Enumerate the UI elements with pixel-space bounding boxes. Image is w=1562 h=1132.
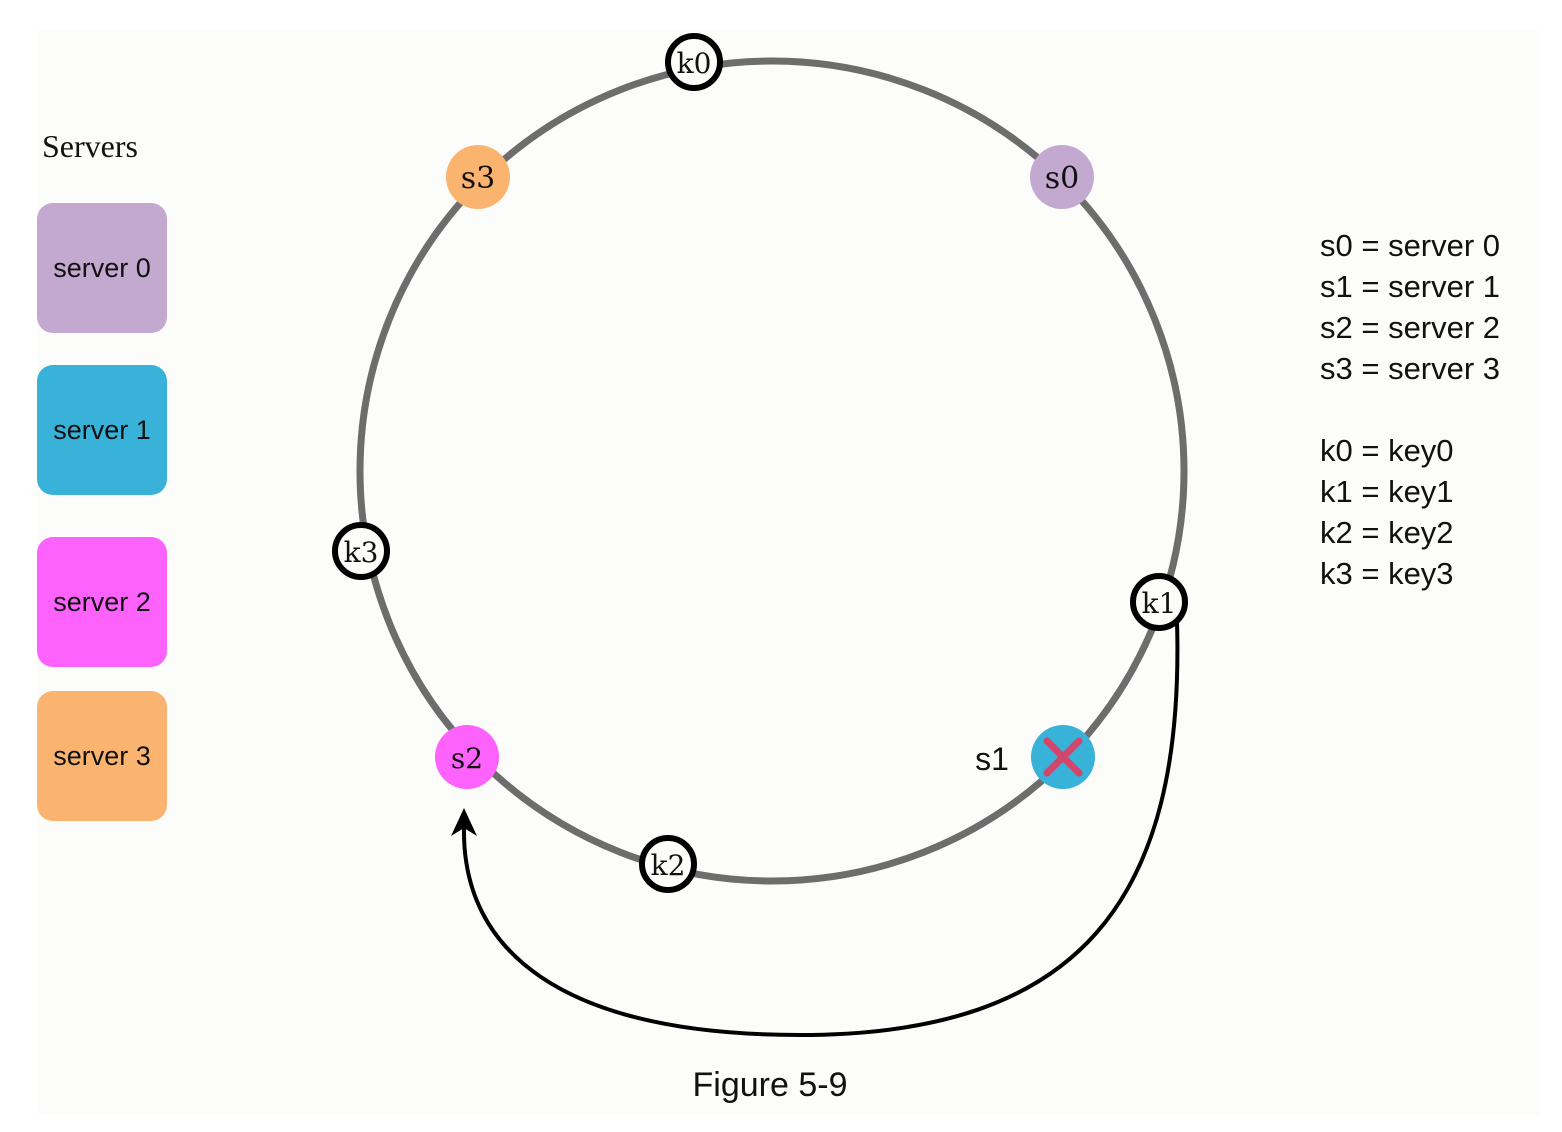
svg-text:k3: k3	[344, 536, 379, 569]
servers-title: Servers	[42, 128, 138, 164]
server-node-s0: s0	[1030, 145, 1094, 209]
key-node-k3: k3	[332, 522, 390, 580]
server-1-box: server 1	[37, 365, 167, 495]
s1-label: s1	[975, 741, 1009, 777]
svg-text:k2: k2	[651, 849, 686, 882]
server-node-s3: s3	[446, 145, 510, 209]
server-2-box: server 2	[37, 537, 167, 667]
arrowhead-icon	[451, 808, 477, 836]
legend-item: k0 = key0	[1320, 433, 1454, 468]
redirect-arrow	[461, 621, 1180, 1038]
key-legend: k0 = key0 k1 = key1 k2 = key2 k3 = key3	[1320, 430, 1454, 594]
legend-item: s3 = server 3	[1320, 351, 1501, 386]
key-node-k2: k2	[639, 835, 697, 893]
svg-text:s0: s0	[1045, 161, 1079, 196]
legend-item: s2 = server 2	[1320, 310, 1501, 345]
figure-caption: Figure 5-9	[692, 1066, 848, 1104]
svg-text:s2: s2	[451, 742, 483, 775]
hash-ring	[356, 57, 1188, 885]
server-node-s2: s2	[435, 725, 499, 789]
remove-x-icon	[1043, 737, 1083, 777]
server-0-box: server 0	[37, 203, 167, 333]
legend-item: s1 = server 1	[1320, 269, 1501, 304]
legend-item: k1 = key1	[1320, 474, 1454, 509]
server-node-s1-removed	[1031, 725, 1095, 789]
key-node-k0: k0	[665, 33, 723, 91]
server-3-box: server 3	[37, 691, 167, 821]
legend-item: k3 = key3	[1320, 556, 1454, 591]
svg-text:k0: k0	[677, 47, 712, 80]
key-node-k1: k1	[1130, 573, 1188, 631]
legend-item: s0 = server 0	[1320, 228, 1501, 263]
diagram-background	[37, 30, 1540, 1115]
svg-text:s3: s3	[461, 161, 495, 196]
server-legend: s0 = server 0 s1 = server 1 s2 = server …	[1320, 225, 1500, 389]
svg-text:k1: k1	[1142, 587, 1177, 620]
legend-item: k2 = key2	[1320, 515, 1454, 550]
